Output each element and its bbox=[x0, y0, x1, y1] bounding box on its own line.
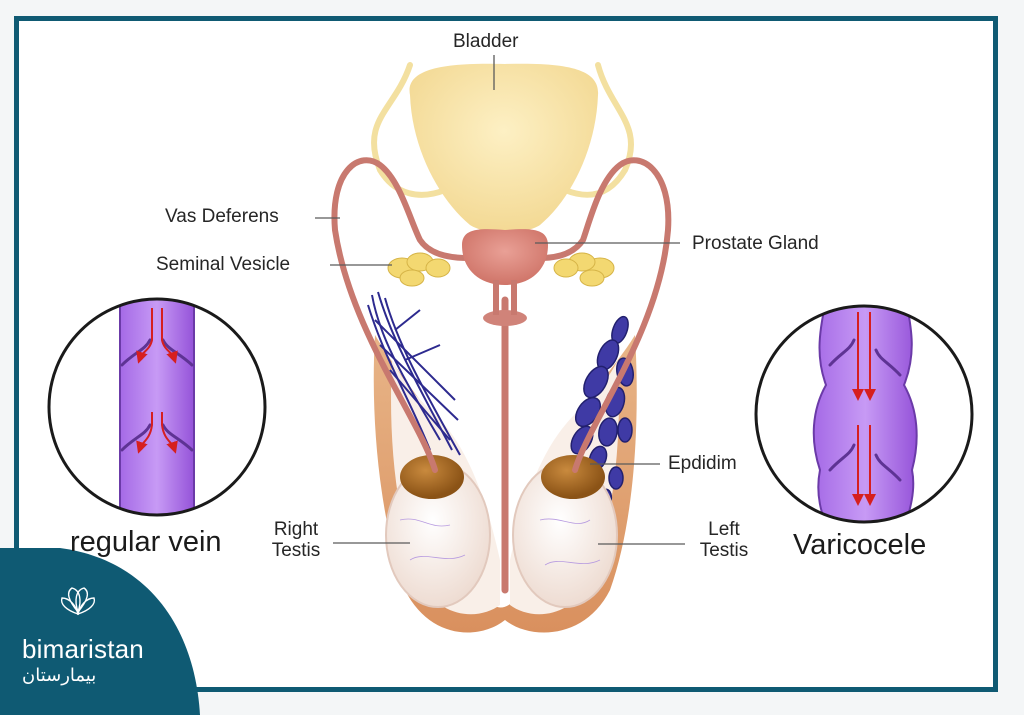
label-prostate-gland: Prostate Gland bbox=[692, 233, 819, 254]
leader-lines bbox=[315, 55, 685, 545]
caption-regular-vein: regular vein bbox=[70, 526, 222, 558]
varicocele-inset bbox=[754, 304, 974, 524]
seminal-vesicles bbox=[387, 252, 615, 287]
brand-name[interactable]: bimaristan bbox=[22, 634, 144, 664]
label-bladder: Bladder bbox=[453, 31, 519, 52]
label-left-testis: Left Testis bbox=[688, 519, 760, 562]
prostate bbox=[462, 229, 548, 326]
brand-name-arabic: بيمارستان bbox=[22, 665, 97, 686]
logo-leaves-icon bbox=[60, 587, 96, 616]
logo-panel-shape bbox=[0, 548, 200, 715]
label-vas-deferens: Vas Deferens bbox=[165, 206, 279, 227]
label-left-testis-line2: Testis bbox=[699, 539, 749, 561]
label-epididymis: Epdidim bbox=[668, 453, 737, 474]
pampiniform-plexus-right bbox=[367, 291, 461, 456]
ureters bbox=[371, 62, 634, 198]
epididymis bbox=[400, 455, 605, 499]
vas-deferens-tubes bbox=[331, 157, 672, 594]
label-right-testis-line1: Right bbox=[273, 519, 319, 540]
label-seminal-vesicle: Seminal Vesicle bbox=[156, 254, 291, 275]
label-right-testis-line2: Testis bbox=[271, 539, 321, 561]
regular-vein-inset bbox=[47, 297, 267, 517]
label-left-testis-line1: Left bbox=[708, 519, 740, 540]
bladder-shape bbox=[409, 63, 599, 233]
label-right-testis: Right Testis bbox=[262, 519, 330, 562]
caption-varicocele: Varicocele bbox=[793, 529, 927, 561]
